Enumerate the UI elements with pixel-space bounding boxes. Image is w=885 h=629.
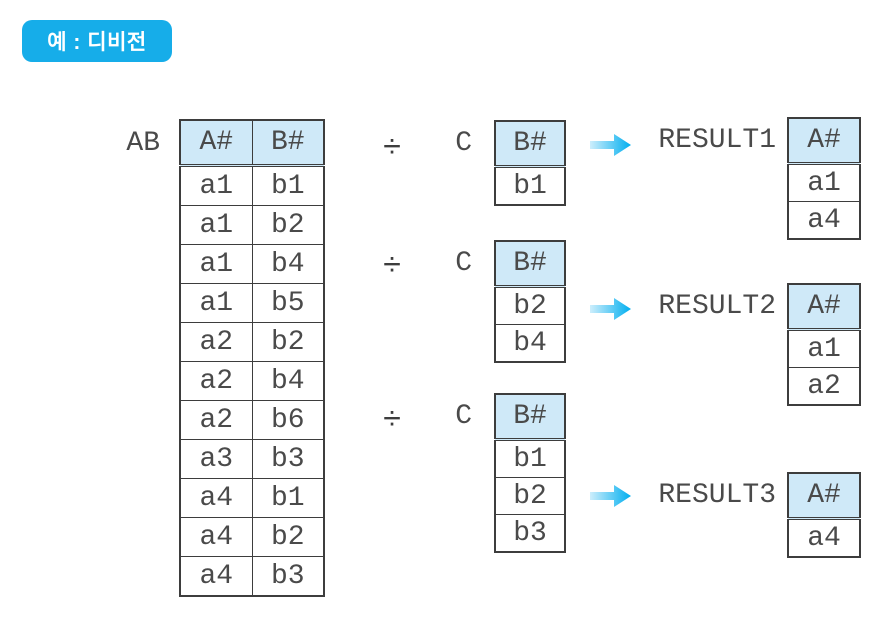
column-header: B#	[494, 240, 566, 288]
column-header: A#	[787, 117, 861, 165]
relation-label-result3: RESULT3	[658, 479, 776, 511]
table-cell: b4	[494, 324, 566, 363]
table-row: B#	[494, 120, 566, 168]
table-cell: b4	[251, 244, 325, 284]
table-c1: B# b1	[494, 120, 566, 206]
table-row: b2	[494, 286, 566, 325]
table-cell: b2	[251, 517, 325, 557]
table-cell: b2	[494, 286, 566, 325]
table-cell: b1	[251, 165, 325, 206]
table-cell: a4	[179, 517, 253, 557]
table-cell: b1	[494, 166, 566, 206]
table-cell: a1	[179, 205, 253, 245]
table-cell: a1	[179, 283, 253, 323]
table-row: a4	[787, 201, 861, 240]
table-cell: a4	[787, 518, 861, 558]
table-cell: b3	[494, 514, 566, 553]
table-cell: b6	[251, 400, 325, 440]
table-row: b4	[494, 324, 566, 363]
column-header: B#	[494, 120, 566, 168]
column-header: A#	[787, 283, 861, 331]
table-cell: b1	[494, 439, 566, 478]
table-cell: a2	[179, 361, 253, 401]
table-cell: b2	[251, 322, 325, 362]
table-cell: a2	[787, 367, 861, 406]
table-row: A#	[787, 472, 861, 520]
table-row: b3	[494, 514, 566, 553]
division-operator-icon: ÷	[383, 127, 401, 164]
right-arrow-icon	[590, 132, 632, 158]
table-cell: b1	[251, 478, 325, 518]
table-cell: a4	[179, 478, 253, 518]
table-row: b1	[494, 166, 566, 206]
table-cell: a3	[179, 439, 253, 479]
table-cell: a2	[179, 322, 253, 362]
division-operator-icon: ÷	[383, 399, 401, 436]
table-cell: b2	[494, 477, 566, 515]
right-arrow-icon	[590, 483, 632, 509]
table-cell: b2	[251, 205, 325, 245]
table-cell: b4	[251, 361, 325, 401]
relation-label-ab: AB	[126, 127, 160, 159]
table-cell: a4	[179, 556, 253, 597]
column-header: A#	[787, 472, 861, 520]
relation-label-c3: C	[455, 400, 472, 432]
table-row: A#	[787, 283, 861, 331]
column-header: A#	[179, 119, 253, 167]
table-row: a2	[787, 367, 861, 406]
table-result1: A# a1 a4	[787, 117, 861, 240]
column-header: B#	[251, 119, 325, 167]
table-row: a1	[787, 163, 861, 202]
table-row: A# B#	[179, 119, 325, 167]
table-cell: a1	[787, 163, 861, 202]
example-badge-label: 예 : 디비전	[47, 31, 147, 54]
right-arrow-icon	[590, 296, 632, 322]
relation-label-c1: C	[455, 127, 472, 159]
table-row: a1	[787, 329, 861, 368]
table-c2: B# b2 b4	[494, 240, 566, 363]
table-result3: A# a4	[787, 472, 861, 558]
table-row: a4	[787, 518, 861, 558]
table-row: b1	[494, 439, 566, 478]
table-cell: a2	[179, 400, 253, 440]
division-operator-icon: ÷	[383, 245, 401, 282]
table-cell: a1	[179, 244, 253, 284]
table-row: B#	[494, 393, 566, 441]
table-cell: b3	[251, 439, 325, 479]
table-c3: B# b1 b2 b3	[494, 393, 566, 553]
column-header: B#	[494, 393, 566, 441]
table-cell: b5	[251, 283, 325, 323]
table-cell: a4	[787, 201, 861, 240]
table-cell: a1	[179, 165, 253, 206]
table-result2: A# a1 a2	[787, 283, 861, 406]
table-row: B#	[494, 240, 566, 288]
relation-label-result1: RESULT1	[658, 124, 776, 156]
relation-label-c2: C	[455, 247, 472, 279]
example-badge: 예 : 디비전	[22, 20, 172, 62]
table-cell: b3	[251, 556, 325, 597]
table-row: A#	[787, 117, 861, 165]
relation-label-result2: RESULT2	[658, 290, 776, 322]
table-cell: a1	[787, 329, 861, 368]
table-row: b2	[494, 477, 566, 515]
